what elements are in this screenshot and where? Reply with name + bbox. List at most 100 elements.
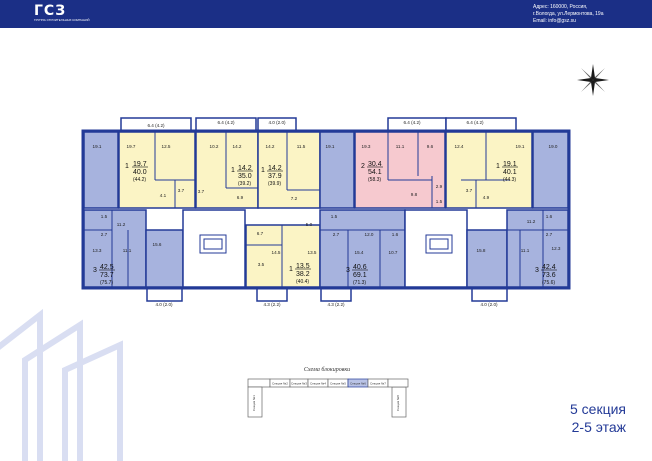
room-area: 15.4 — [355, 250, 364, 255]
room-blue — [532, 131, 569, 209]
room-area: 1.5 — [331, 214, 338, 219]
room-area: 4.9 — [483, 195, 490, 200]
room-area: 13.3 — [93, 248, 102, 253]
room-area: 12.0 — [365, 232, 374, 237]
svg-text:(40.4): (40.4) — [296, 279, 309, 285]
room-area: 19.1 — [93, 144, 102, 149]
room-area: 12.4 — [455, 144, 464, 149]
room-area: 1.6 — [546, 214, 553, 219]
email-line: Email: info@gsz.su — [533, 18, 576, 24]
room-area: 3.7 — [466, 188, 473, 193]
room-area: 1.5 — [101, 214, 108, 219]
svg-text:(39.2): (39.2) — [238, 181, 251, 187]
room-area: 12.3 — [552, 246, 561, 251]
balcony-area: 6.4 (4.2) — [147, 123, 165, 128]
svg-text:19.7: 19.7 — [133, 161, 147, 168]
room-area: 13.5 — [308, 250, 317, 255]
header-bar: ГСЗ ГРУППА СТРОИТЕЛЬНЫХ КОМПАНИЙ Адрес: … — [0, 0, 652, 28]
apartment-pink — [354, 131, 446, 209]
apartment-label-2: 1 14.2 35.0 (39.2) — [231, 165, 253, 187]
apartment-yellow — [257, 131, 321, 209]
apartment-label-8: 3 40.6 69.1 (71.3) — [346, 264, 368, 286]
room-area: 10.7 — [389, 250, 398, 255]
room-area: 10.2 — [210, 144, 219, 149]
room-area: 19.1 — [516, 144, 525, 149]
apartment-yellow — [245, 224, 321, 288]
compass-rose-icon — [577, 64, 609, 96]
apartment-label-1: 1 19.7 40.0 (44.2) — [125, 161, 148, 183]
svg-text:1: 1 — [289, 266, 293, 273]
room-area: 2.7 — [333, 232, 340, 237]
svg-text:13.5: 13.5 — [296, 263, 310, 270]
svg-text:30.4: 30.4 — [368, 161, 382, 168]
room-area: 6.9 — [237, 195, 244, 200]
balcony-area: 6.4 (4.2) — [217, 120, 235, 125]
svg-text:19.1: 19.1 — [503, 161, 517, 168]
apartment-blue — [319, 209, 406, 288]
svg-text:54.1: 54.1 — [368, 169, 382, 176]
section-number: 5 секция — [569, 401, 626, 417]
room-blue — [83, 131, 119, 209]
svg-text:Секция №3: Секция №3 — [291, 382, 307, 386]
svg-text:(58.3): (58.3) — [368, 177, 381, 183]
room-blue — [466, 229, 508, 288]
room-area: 11.1 — [521, 248, 530, 253]
apartment-label-3: 1 14.2 37.9 (39.9) — [261, 165, 283, 187]
room-area: 15.6 — [153, 242, 162, 247]
room-area: 3.5 — [258, 262, 265, 267]
balcony-area: 4.0 (2.0) — [268, 120, 286, 125]
svg-text:37.9: 37.9 — [268, 173, 282, 180]
apartment-blue — [506, 209, 569, 288]
svg-text:1: 1 — [231, 167, 235, 174]
room-area: 2.9 — [436, 184, 443, 189]
svg-text:14.2: 14.2 — [238, 165, 252, 172]
svg-text:1: 1 — [496, 163, 500, 170]
apartment-yellow — [445, 131, 533, 209]
scheme-title: Схема блокировки — [304, 366, 350, 373]
room-area: 11.2 — [117, 222, 126, 227]
svg-text:40.6: 40.6 — [353, 264, 367, 271]
room-blue — [319, 131, 355, 209]
svg-text:(44.3): (44.3) — [503, 177, 516, 183]
svg-text:40.0: 40.0 — [133, 169, 147, 176]
room-area: 2.7 — [546, 232, 553, 237]
svg-text:(75.6): (75.6) — [542, 280, 555, 286]
svg-text:42.5: 42.5 — [100, 264, 114, 271]
room-area: 1.6 — [392, 232, 399, 237]
svg-text:(71.3): (71.3) — [353, 280, 366, 286]
room-area: 6.7 — [257, 231, 264, 236]
svg-text:35.0: 35.0 — [238, 173, 252, 180]
room-area: 11.1 — [396, 144, 405, 149]
room-area: 14.5 — [272, 250, 281, 255]
room-area: 5.0 — [306, 222, 313, 227]
svg-text:Секция №2: Секция №2 — [272, 382, 288, 386]
balcony-area: 4.0 (2.0) — [155, 302, 173, 307]
svg-text:(44.2): (44.2) — [133, 177, 146, 183]
apartment-label-4: 2 30.4 54.1 (58.3) — [361, 161, 383, 183]
apartment-yellow — [118, 131, 196, 209]
svg-text:Секция №6: Секция №6 — [350, 382, 366, 386]
room-area: 11.1 — [123, 248, 132, 253]
svg-text:3: 3 — [346, 267, 350, 274]
room-area: 11.2 — [527, 219, 536, 224]
room-area: 19.0 — [549, 144, 558, 149]
balcony-area: 4.3 (2.2) — [327, 302, 345, 307]
room-area: 11.5 — [297, 144, 306, 149]
svg-text:1: 1 — [125, 163, 129, 170]
room-area: 1.5 — [436, 199, 443, 204]
apartment-label-9: 3 42.4 73.6 (75.6) — [535, 264, 557, 286]
svg-text:Секция №7: Секция №7 — [370, 382, 386, 386]
room-area: 9.8 — [411, 192, 418, 197]
svg-text:3: 3 — [93, 267, 97, 274]
room-area: 9.6 — [427, 144, 434, 149]
svg-text:(39.9): (39.9) — [268, 181, 281, 187]
room-area: 14.2 — [266, 144, 275, 149]
svg-text:73.7: 73.7 — [100, 272, 114, 279]
apartment-blue — [83, 209, 147, 288]
address-line-1: Адрес: 160000, Россия, — [533, 4, 588, 10]
svg-text:73.6: 73.6 — [542, 272, 556, 279]
svg-text:(75.7): (75.7) — [100, 280, 113, 286]
room-area: 3.7 — [178, 188, 185, 193]
company-logo-subtitle: ГРУППА СТРОИТЕЛЬНЫХ КОМПАНИЙ — [34, 18, 90, 22]
